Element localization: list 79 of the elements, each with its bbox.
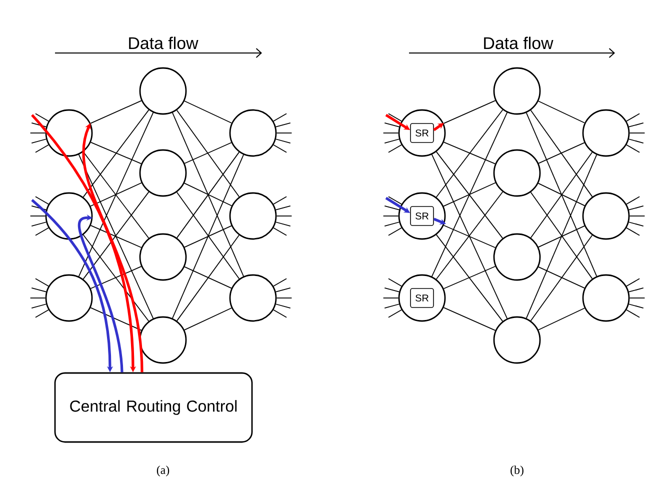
- stub-line: [35, 278, 49, 287]
- control-box: Central Routing Control: [54, 372, 253, 443]
- stub-line: [35, 144, 49, 153]
- stub-line: [384, 288, 400, 292]
- stub-line: [388, 196, 402, 205]
- stub-line: [626, 196, 640, 205]
- stub-line: [388, 278, 402, 287]
- node-circle: [493, 316, 541, 364]
- stub-line: [30, 132, 46, 134]
- stub-line: [275, 304, 291, 308]
- stub-line: [628, 138, 644, 144]
- stub-line: [382, 132, 399, 134]
- stub-line: [628, 222, 644, 226]
- stub-line: [388, 309, 402, 318]
- stub-line: [628, 206, 644, 210]
- node-circle: [493, 149, 541, 197]
- stub-line: [628, 304, 644, 308]
- arrow: [433, 123, 444, 132]
- stub-line: [273, 227, 287, 236]
- stub-line: [388, 227, 402, 236]
- stub-line: [273, 309, 287, 318]
- node-circle: [229, 109, 277, 157]
- node-circle: [139, 67, 187, 115]
- stub-line: [275, 222, 291, 226]
- node-circle: [582, 109, 630, 157]
- stub-line: [276, 132, 292, 134]
- node-circle: [582, 274, 630, 322]
- flow-label: Data flow: [129, 36, 198, 50]
- stub-line: [626, 309, 640, 318]
- stub-line: [384, 222, 400, 226]
- stub-line: [275, 206, 291, 210]
- stub-line: [35, 227, 49, 236]
- stub-line: [629, 132, 646, 134]
- panel-caption: (a): [156, 466, 170, 476]
- stub-line: [384, 206, 400, 210]
- stub-line: [273, 196, 287, 205]
- stub-line: [628, 288, 644, 292]
- stub-line: [626, 227, 640, 236]
- stub-line: [31, 122, 47, 128]
- stub-line: [35, 309, 49, 318]
- stub-line: [275, 288, 291, 292]
- stub-line: [275, 138, 291, 144]
- stub-line: [31, 138, 47, 144]
- flow-label: Data flow: [484, 36, 554, 50]
- stub-line: [275, 122, 291, 128]
- stub-line: [31, 304, 47, 308]
- stub-line: [626, 144, 640, 153]
- node-circle: [139, 149, 187, 197]
- stub-line: [31, 222, 47, 226]
- stub-line: [384, 138, 400, 144]
- node-circle: [45, 274, 93, 322]
- node-circle: [139, 316, 187, 364]
- router-box: SR: [410, 288, 434, 308]
- node-circle: [582, 192, 630, 240]
- node-circle: [229, 192, 277, 240]
- stub-line: [384, 122, 400, 128]
- stub-line: [273, 144, 287, 153]
- stub-line: [388, 113, 402, 122]
- node-circle: [45, 109, 93, 157]
- stub-line: [35, 196, 49, 205]
- arrow: [78, 214, 124, 372]
- node-circle: [493, 233, 541, 281]
- node-circle: [493, 67, 541, 115]
- stub-line: [626, 278, 640, 287]
- node-circle: [229, 274, 277, 322]
- stub-line: [628, 122, 644, 128]
- stub-line: [35, 113, 49, 122]
- panel-caption: (b): [510, 466, 524, 476]
- stub-line: [384, 304, 400, 308]
- node-circle: [139, 233, 187, 281]
- stub-line: [273, 113, 287, 122]
- stub-line: [626, 113, 640, 122]
- stub-line: [273, 278, 287, 287]
- router-box: SR: [410, 206, 434, 226]
- stub-line: [31, 288, 47, 292]
- node-circle: [45, 192, 93, 240]
- router-box: SR: [410, 123, 434, 143]
- stub-line: [388, 144, 402, 153]
- stub-line: [31, 206, 47, 210]
